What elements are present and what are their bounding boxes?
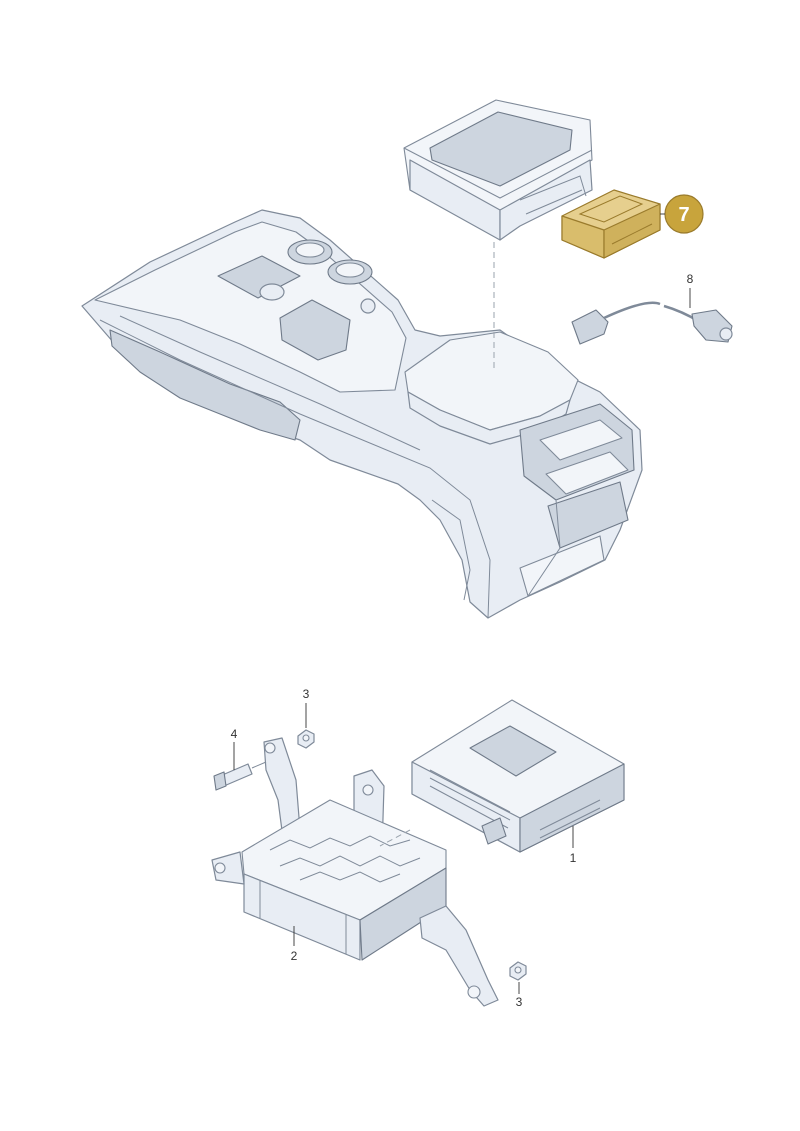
- callout-7: 7: [678, 204, 689, 226]
- nut-upper-part-3[interactable]: [297, 729, 315, 749]
- callout-3-upper: 3: [303, 687, 310, 701]
- radio-unit-part-1[interactable]: [411, 699, 625, 853]
- cable-part-8[interactable]: [571, 301, 733, 345]
- storage-tray[interactable]: [403, 99, 593, 241]
- callout-7-badge: 7: [660, 194, 704, 234]
- assembly-line-radio: [379, 829, 411, 847]
- callout-3-lower: 3: [516, 995, 523, 1009]
- callout-1: 1: [570, 851, 577, 865]
- control-module-part-7[interactable]: [561, 189, 661, 259]
- bolt-part-4[interactable]: [213, 761, 267, 791]
- bracket-part-2[interactable]: [211, 737, 499, 1007]
- center-console[interactable]: [81, 209, 643, 619]
- callout-2: 2: [291, 949, 298, 963]
- nut-lower-part-3[interactable]: [509, 961, 527, 981]
- callout-8: 8: [687, 272, 694, 286]
- callout-4: 4: [231, 727, 238, 741]
